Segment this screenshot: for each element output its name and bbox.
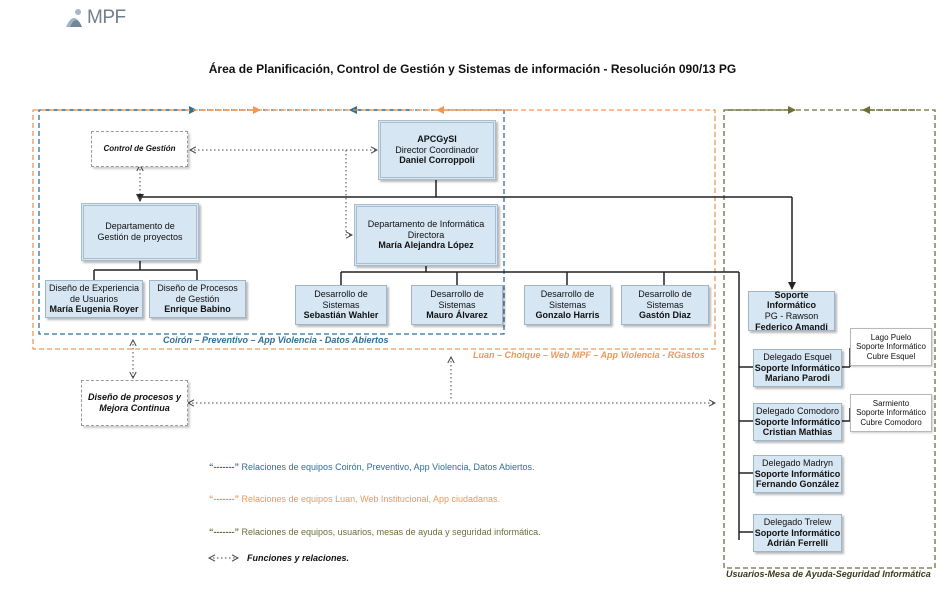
orange-team-caption: Luan – Choique – Web MPF – App Violencia… [473, 350, 705, 360]
node-informatica-line1: Departamento de Informática [367, 219, 485, 230]
node-dev-wahler: Desarrollo de Sistemas Sebastián Wahler [295, 285, 387, 325]
node-esquel-line1: Delegado Esquel [763, 352, 832, 363]
legend-blue: “-------” Relaciones de equipos Coirón, … [209, 462, 535, 472]
mpf-logo-text: MPF [87, 7, 126, 28]
node-dev-harris-line1: Desarrollo de [540, 289, 595, 300]
legend-green-text: Relaciones de equipos, usuarios, mesas d… [241, 527, 541, 537]
blue-team-caption: Coirón – Preventivo – App Violencia - Da… [163, 335, 389, 345]
relation-arrows [133, 150, 715, 403]
node-lago-puelo: Lago Puelo Soporte Informático Cubre Esq… [850, 328, 932, 366]
node-trelew-person: Adrián Ferrelli [766, 538, 829, 549]
node-lago-puelo-line2: Soporte Informático [856, 342, 926, 352]
legend-green: “-------” Relaciones de equipos, usuario… [209, 527, 541, 537]
node-comodoro-line1: Delegado Comodoro [755, 406, 840, 417]
node-esquel-person: Mariano Parodi [764, 373, 830, 384]
node-dev-alvarez-line2: Sistemas [438, 299, 476, 310]
node-apcgysi-name: APCGySI [417, 134, 457, 145]
node-mejora-line2: Mejora Continua [99, 403, 170, 413]
node-soporte-person: Federico Amandi [755, 321, 828, 332]
node-madryn-line1: Delegado Madryn [761, 458, 834, 469]
node-gestion-proyectos-line1: Departamento de [105, 221, 175, 232]
blue-team-region [38, 106, 505, 335]
legend-green-line: “-------” [209, 527, 239, 537]
node-esquel-line2: Soporte Informático [754, 362, 841, 373]
node-apcgysi: APCGySI Director Coordinador Daniel Corr… [378, 120, 496, 180]
node-procesos-line2: de Gestión [175, 293, 220, 304]
legend-blue-line: “-------” [209, 462, 239, 472]
node-dev-diaz-line2: Sistemas [646, 299, 684, 310]
node-dev-diaz-line1: Desarrollo de [638, 289, 692, 300]
node-control-gestion-label: Control de Gestión [103, 144, 176, 154]
legend-arrows: Funciones y relaciones. [247, 553, 349, 563]
mpf-logo-icon [66, 9, 82, 27]
node-dev-diaz-person: Gastón Diaz [638, 310, 691, 321]
node-trelew-line1: Delegado Trelew [763, 517, 832, 528]
node-experiencia-line1: Diseño de Experiencia [48, 283, 140, 294]
node-procesos: Diseño de Procesos de Gestión Enrique Ba… [149, 280, 246, 318]
node-control-gestion: Control de Gestión [91, 131, 188, 167]
node-dev-harris: Desarrollo de Sistemas Gonzalo Harris [524, 285, 611, 325]
node-dev-harris-line2: Sistemas [548, 299, 586, 310]
node-apcgysi-role: Director Coordinador [395, 144, 479, 155]
green-team-region [723, 106, 936, 569]
node-madryn-person: Fernando González [755, 479, 839, 490]
node-experiencia-person: María Eugenia Royer [49, 304, 139, 315]
node-dev-wahler-person: Sebastián Wahler [303, 310, 379, 321]
orange-team-region [32, 106, 716, 350]
node-lago-puelo-line1: Lago Puelo [870, 332, 912, 342]
node-sarmiento-line2: Soporte Informático [856, 408, 926, 418]
node-mejora-line1: Diseño de procesos y [87, 392, 182, 403]
node-procesos-line1: Diseño de Procesos [157, 283, 238, 294]
node-informatica: Departamento de Informática Directora Ma… [354, 204, 498, 266]
node-dev-alvarez-line1: Desarrollo de [430, 289, 484, 300]
page-title: Área de Planificación, Control de Gestió… [208, 62, 737, 76]
node-apcgysi-person: Daniel Corroppoli [399, 155, 475, 166]
node-informatica-line2: Directora [407, 229, 445, 240]
node-mejora-continua: Diseño de procesos y Mejora Continua [81, 380, 188, 426]
mpf-logo: MPF [64, 6, 126, 30]
green-team-caption: Usuarios-Mesa de Ayuda-Seguridad Informá… [726, 569, 931, 579]
legend-blue-text: Relaciones de equipos Coirón, Preventivo… [241, 462, 535, 472]
hierarchy-lines [93, 179, 851, 540]
node-delegado-comodoro: Delegado Comodoro Soporte Informático Cr… [753, 403, 842, 441]
node-experiencia: Diseño de Experiencia de Usuarios María … [45, 280, 143, 318]
node-comodoro-line2: Soporte Informático [754, 416, 841, 427]
legend-orange-text: Relaciones de equipos Luan, Web Instituc… [241, 494, 501, 504]
node-sarmiento-line3: Cubre Comodoro [860, 417, 922, 427]
node-dev-wahler-line2: Sistemas [322, 299, 360, 310]
node-soporte-rawson: Soporte Informático PG - Rawson Federico… [748, 289, 835, 332]
node-dev-alvarez: Desarrollo de Sistemas Mauro Álvarez [411, 285, 503, 325]
node-delegado-trelew: Delegado Trelew Soporte Informático Adri… [753, 514, 842, 552]
node-sarmiento: Sarmiento Soporte Informático Cubre Como… [850, 394, 932, 432]
legend-orange: “-------” Relaciones de equipos Luan, We… [209, 494, 500, 504]
node-delegado-esquel: Delegado Esquel Soporte Informático Mari… [753, 349, 842, 387]
node-trelew-line2: Soporte Informático [754, 527, 841, 538]
node-soporte-line2: PG - Rawson [764, 311, 819, 321]
node-madryn-line2: Soporte Informático [754, 468, 841, 479]
node-dev-diaz: Desarrollo de Sistemas Gastón Diaz [621, 285, 709, 325]
node-dev-alvarez-person: Mauro Álvarez [426, 310, 488, 321]
node-procesos-person: Enrique Babino [164, 304, 231, 315]
node-gestion-proyectos: Departamento de Gestión de proyectos [81, 203, 199, 261]
node-sarmiento-line1: Sarmiento [872, 398, 910, 408]
node-informatica-person: María Alejandra López [378, 240, 474, 251]
node-comodoro-person: Cristian Mathias [762, 427, 833, 438]
node-soporte-line1: Soporte Informático [766, 289, 816, 311]
node-gestion-proyectos-line2: Gestión de proyectos [97, 232, 183, 242]
node-dev-wahler-line1: Desarrollo de [314, 289, 368, 300]
node-lago-puelo-line3: Cubre Esquel [866, 351, 916, 361]
node-delegado-madryn: Delegado Madryn Soporte Informático Fern… [753, 455, 842, 493]
legend-orange-line: “-------” [209, 494, 239, 504]
node-dev-harris-person: Gonzalo Harris [535, 310, 600, 321]
node-experiencia-line2: de Usuarios [69, 293, 119, 304]
legend-arrows-text: Funciones y relaciones. [247, 553, 350, 563]
